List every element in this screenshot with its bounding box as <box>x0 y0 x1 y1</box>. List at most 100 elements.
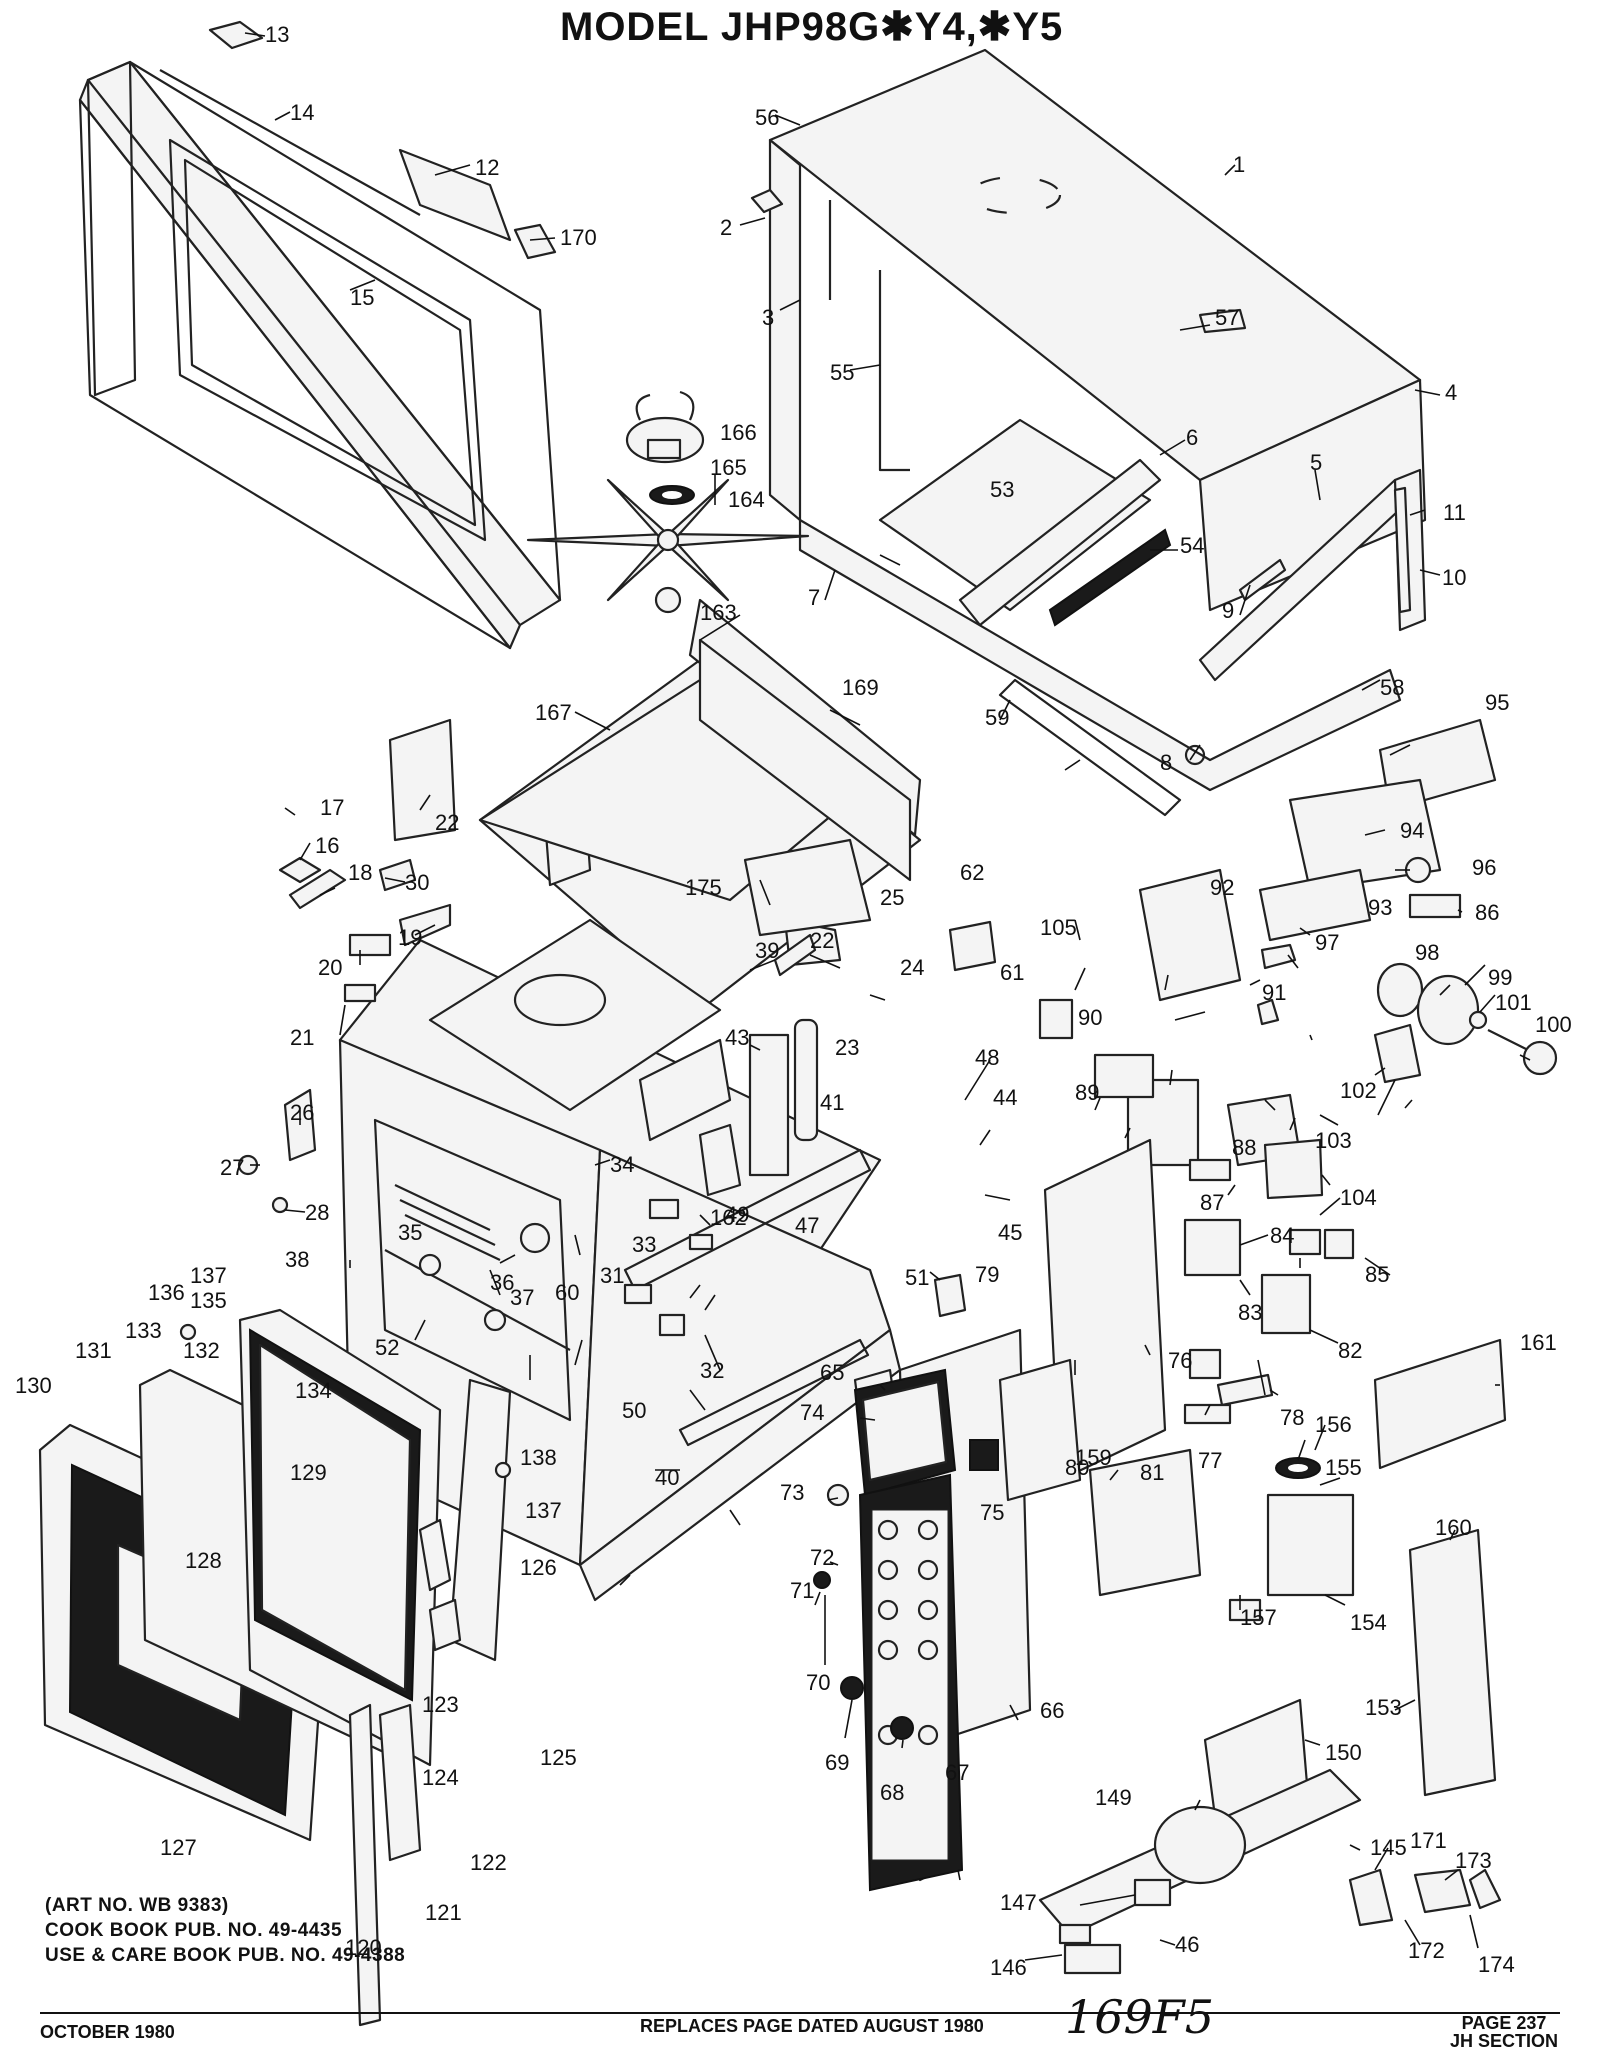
callout-146: 146 <box>990 1955 1027 1980</box>
callout-73: 73 <box>780 1480 804 1505</box>
leader-lines <box>244 32 1531 1961</box>
callout-169: 169 <box>842 675 879 700</box>
callout-133: 133 <box>125 1318 162 1343</box>
front-frame-part <box>78 20 562 650</box>
callout-147: 147 <box>1000 1890 1037 1915</box>
callout-33: 33 <box>632 1232 656 1257</box>
outer-cabinet-part <box>750 48 1427 817</box>
callout-53: 53 <box>990 477 1014 502</box>
callout-5: 5 <box>1310 450 1322 475</box>
callout-163: 163 <box>700 600 737 625</box>
callout-137a: 137 <box>190 1263 227 1288</box>
page-number-block: PAGE 237 JH SECTION <box>1450 2014 1558 2050</box>
callout-61: 61 <box>1000 960 1024 985</box>
callout-100: 100 <box>1535 1012 1572 1037</box>
callout-78: 78 <box>1280 1405 1304 1430</box>
callout-81: 81 <box>1140 1460 1164 1485</box>
callout-135: 135 <box>190 1288 227 1313</box>
callout-7: 7 <box>808 585 820 610</box>
callout-127: 127 <box>160 1835 197 1860</box>
callout-82: 82 <box>1338 1338 1362 1363</box>
callout-11: 11 <box>1443 500 1466 525</box>
callout-46: 46 <box>1175 1932 1199 1957</box>
callout-161: 161 <box>1520 1330 1557 1355</box>
callout-173: 173 <box>1455 1848 1492 1873</box>
callout-89: 89 <box>1075 1080 1099 1105</box>
callout-49: 49 <box>725 1202 749 1227</box>
callout-31: 31 <box>600 1263 624 1288</box>
callout-32: 32 <box>700 1358 724 1383</box>
callout-4: 4 <box>1445 380 1457 405</box>
callout-132: 132 <box>183 1338 220 1363</box>
callout-30: 30 <box>405 870 429 895</box>
callout-56: 56 <box>755 105 779 130</box>
callout-22a: 22 <box>435 810 459 835</box>
callout-25: 25 <box>880 885 904 910</box>
callout-98: 98 <box>1415 940 1439 965</box>
callout-16: 16 <box>315 833 339 858</box>
callout-57: 57 <box>1215 305 1239 330</box>
callout-66: 66 <box>1040 1698 1064 1723</box>
electrical-components-part <box>933 718 1558 1975</box>
callout-13: 13 <box>265 22 289 47</box>
callout-labels: 13 14 12 170 15 56 1 2 3 57 55 4 6 166 1… <box>15 22 1572 1980</box>
callout-23: 23 <box>835 1035 859 1060</box>
callout-48: 48 <box>975 1045 999 1070</box>
callout-40: 40 <box>655 1465 679 1490</box>
callout-70: 70 <box>806 1670 830 1695</box>
callout-125: 125 <box>540 1745 577 1770</box>
callout-58: 58 <box>1380 675 1404 700</box>
callout-101: 101 <box>1495 990 1532 1015</box>
callout-20: 20 <box>318 955 342 980</box>
callout-159: 159 <box>1075 1445 1112 1470</box>
callout-54: 54 <box>1180 533 1204 558</box>
callout-124: 124 <box>422 1765 459 1790</box>
callout-38: 38 <box>285 1247 309 1272</box>
callout-35: 35 <box>398 1220 422 1245</box>
callout-74: 74 <box>800 1400 824 1425</box>
door-assembly-part <box>38 1308 512 2027</box>
callout-68: 68 <box>880 1780 904 1805</box>
callout-160: 160 <box>1435 1515 1472 1540</box>
callout-8: 8 <box>1160 750 1172 775</box>
top-plate-part <box>388 638 997 972</box>
footer-date: OCTOBER 1980 <box>40 2022 175 2042</box>
callout-19: 19 <box>398 925 422 950</box>
callout-86: 86 <box>1475 900 1499 925</box>
callout-39: 39 <box>755 938 779 963</box>
callout-18: 18 <box>348 860 372 885</box>
callout-10: 10 <box>1442 565 1466 590</box>
callout-93: 93 <box>1368 895 1392 920</box>
callout-153: 153 <box>1365 1695 1402 1720</box>
callout-102: 102 <box>1340 1078 1377 1103</box>
use-care-note: USE & CARE BOOK PUB. NO. 49-4388 <box>45 1945 406 1966</box>
callout-150: 150 <box>1325 1740 1362 1765</box>
callout-165: 165 <box>710 455 747 480</box>
callout-15: 15 <box>350 285 374 310</box>
callout-36: 36 <box>490 1270 514 1295</box>
callout-71: 71 <box>790 1578 814 1603</box>
callout-126: 126 <box>520 1555 557 1580</box>
callout-52: 52 <box>375 1335 399 1360</box>
model-title: MODEL JHP98G✱Y4,✱Y5 <box>560 5 1064 49</box>
callout-138: 138 <box>520 1445 557 1470</box>
page-number: PAGE 237 <box>1461 2013 1547 2033</box>
callout-3: 3 <box>762 305 774 330</box>
callout-50: 50 <box>622 1398 646 1423</box>
callout-22b: 22 <box>810 928 834 953</box>
callout-91: 91 <box>1262 980 1286 1005</box>
callout-134: 134 <box>295 1378 332 1403</box>
callout-95: 95 <box>1485 690 1509 715</box>
callout-77: 77 <box>1198 1448 1222 1473</box>
footer-replaces: REPLACES PAGE DATED AUGUST 1980 <box>640 2016 984 2036</box>
callout-121: 121 <box>425 1900 462 1925</box>
callout-167: 167 <box>535 700 572 725</box>
callout-130: 130 <box>15 1373 52 1398</box>
callout-104: 104 <box>1340 1185 1377 1210</box>
callout-120: 120 <box>345 1935 382 1960</box>
callout-96: 96 <box>1472 855 1496 880</box>
control-panel-part <box>813 1328 1032 1892</box>
callout-166: 166 <box>720 420 757 445</box>
callout-90: 90 <box>1078 1005 1102 1030</box>
